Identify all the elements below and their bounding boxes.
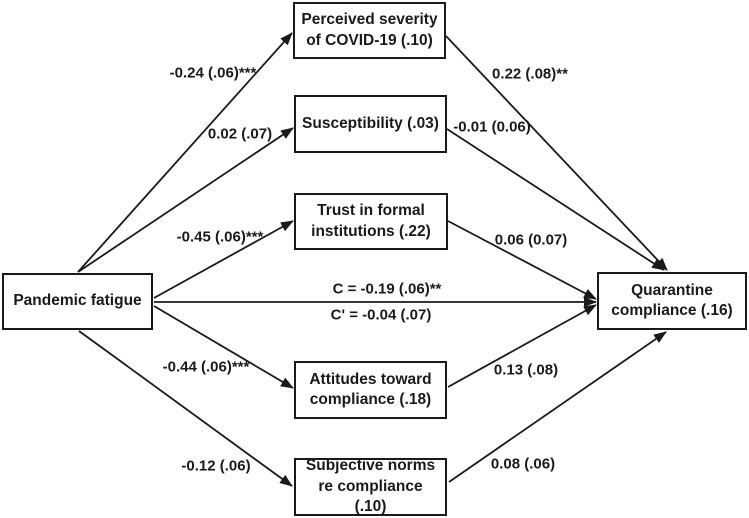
node-attitudes-toward-compliance: Attitudes toward compliance (.18)	[294, 361, 447, 419]
node-pandemic-fatigue: Pandemic fatigue	[2, 273, 153, 330]
arrow-pf-to-perceived-severity	[77, 32, 293, 273]
node-perceived-severity: Perceived severity of COVID-19 (.10)	[293, 2, 446, 59]
coef-susceptibility-to-qc: -0.01 (0.06)	[453, 118, 531, 136]
coef-attitudes-to-qc: 0.13 (.08)	[493, 361, 559, 379]
arrow-attitudes-to-qc	[447, 304, 597, 388]
node-trust-in-formal-institutions: Trust in formal institutions (.22)	[294, 193, 448, 250]
coef-pf-to-perceived-severity: -0.24 (.06)***	[169, 64, 257, 82]
node-quarantine-compliance: Quarantine compliance (.16)	[597, 272, 747, 330]
coef-pf-to-trust: -0.45 (.06)***	[176, 228, 264, 246]
node-susceptibility: Susceptibility (.03)	[294, 95, 447, 153]
arrow-pf-to-subjective-norms	[78, 330, 293, 487]
arrow-pf-to-trust	[153, 220, 294, 299]
coef-pf-to-susceptibility: 0.02 (.07)	[207, 125, 273, 143]
arrow-pf-to-attitudes	[153, 305, 294, 389]
coef-pf-to-attitudes: -0.44 (.06)***	[162, 358, 250, 376]
coef-direct-prime-effect: C' = -0.04 (.07)	[330, 306, 432, 324]
coef-pf-to-subjective-norms: -0.12 (.06)	[181, 457, 251, 475]
arrow-pf-to-susceptibility	[77, 127, 294, 273]
arrow-subjective-norms-to-qc	[448, 331, 667, 483]
arrow-perceived-severity-to-qc	[445, 35, 668, 271]
coef-subjective-norms-to-qc: 0.08 (.06)	[490, 455, 556, 473]
coef-perceived-severity-to-qc: 0.22 (.08)**	[492, 65, 568, 83]
arrow-trust-to-qc	[447, 220, 597, 300]
node-subjective-norms: Subjective norms re compliance (.10)	[294, 457, 447, 516]
coef-trust-to-qc: 0.06 (0.07)	[494, 231, 568, 249]
arrow-susceptibility-to-qc	[446, 128, 665, 271]
coef-direct-total-effect: C = -0.19 (.06)**	[332, 280, 442, 298]
